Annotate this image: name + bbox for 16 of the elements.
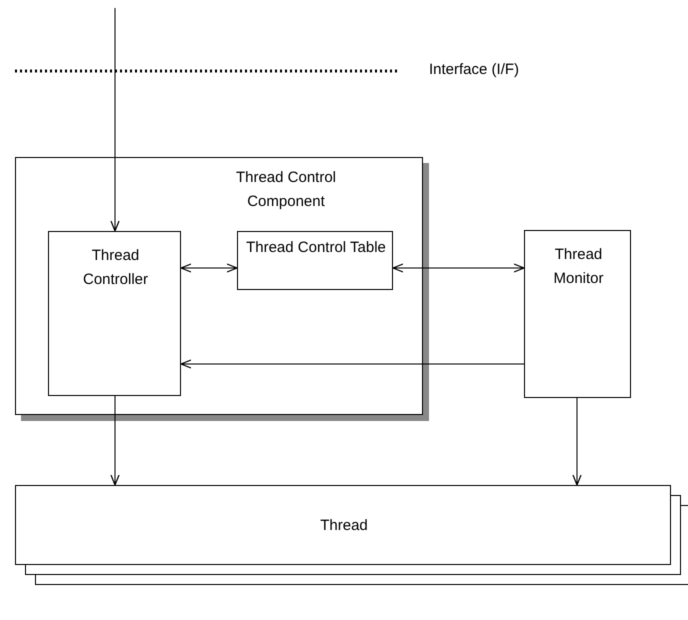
group-title: Thread Control Component [234,168,338,212]
box-label: Thread Controller [82,246,150,290]
process-box [48,231,181,396]
box-label: Thread Monitor [552,245,605,289]
process-box [15,485,671,565]
process-box [524,230,631,398]
boundary-label: Interface (I/F) [429,61,520,78]
arrow [392,263,525,273]
arrow [110,396,120,486]
box-label: Thread [319,516,369,536]
arrow [180,263,238,273]
box-label: Thread Control Table [245,238,387,258]
process-box [237,231,393,290]
arrow [110,8,120,232]
arrow [180,359,524,369]
arrow [572,398,582,486]
